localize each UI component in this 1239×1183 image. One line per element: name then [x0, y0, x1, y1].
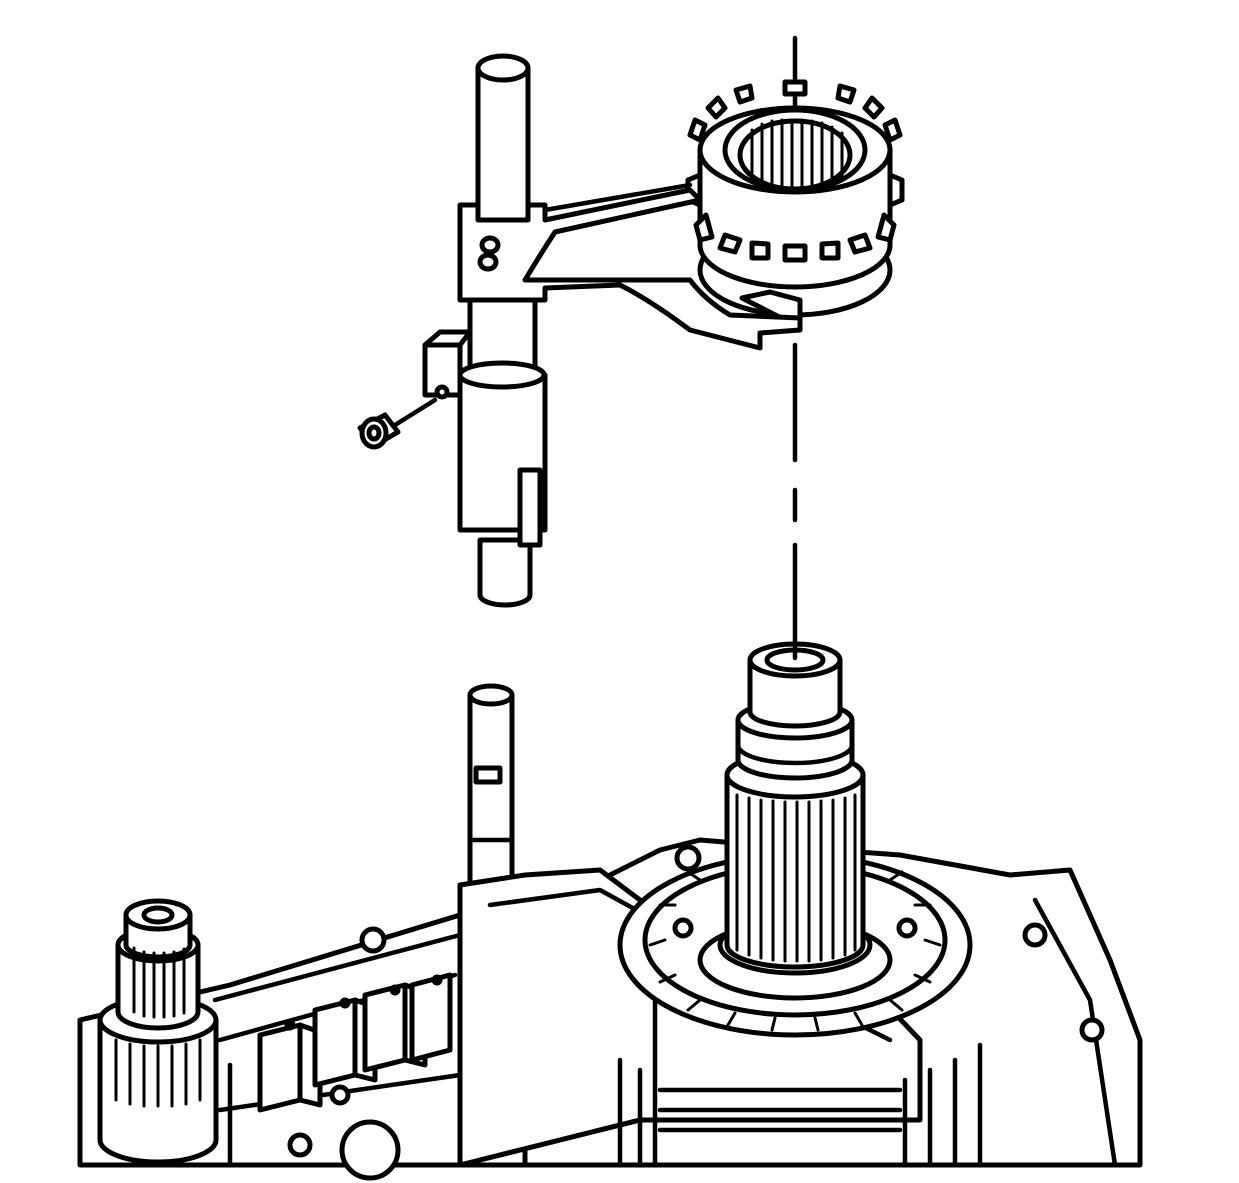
lug-setscrew	[357, 397, 438, 450]
shift-fork	[457, 182, 803, 351]
output-shaft	[617, 641, 983, 1168]
input-shaft	[97, 898, 219, 1165]
lower-shift-rail	[467, 683, 515, 888]
synchronizer-sleeve	[685, 79, 905, 323]
detent-blocks	[257, 972, 453, 1113]
shift-lug	[422, 329, 548, 548]
